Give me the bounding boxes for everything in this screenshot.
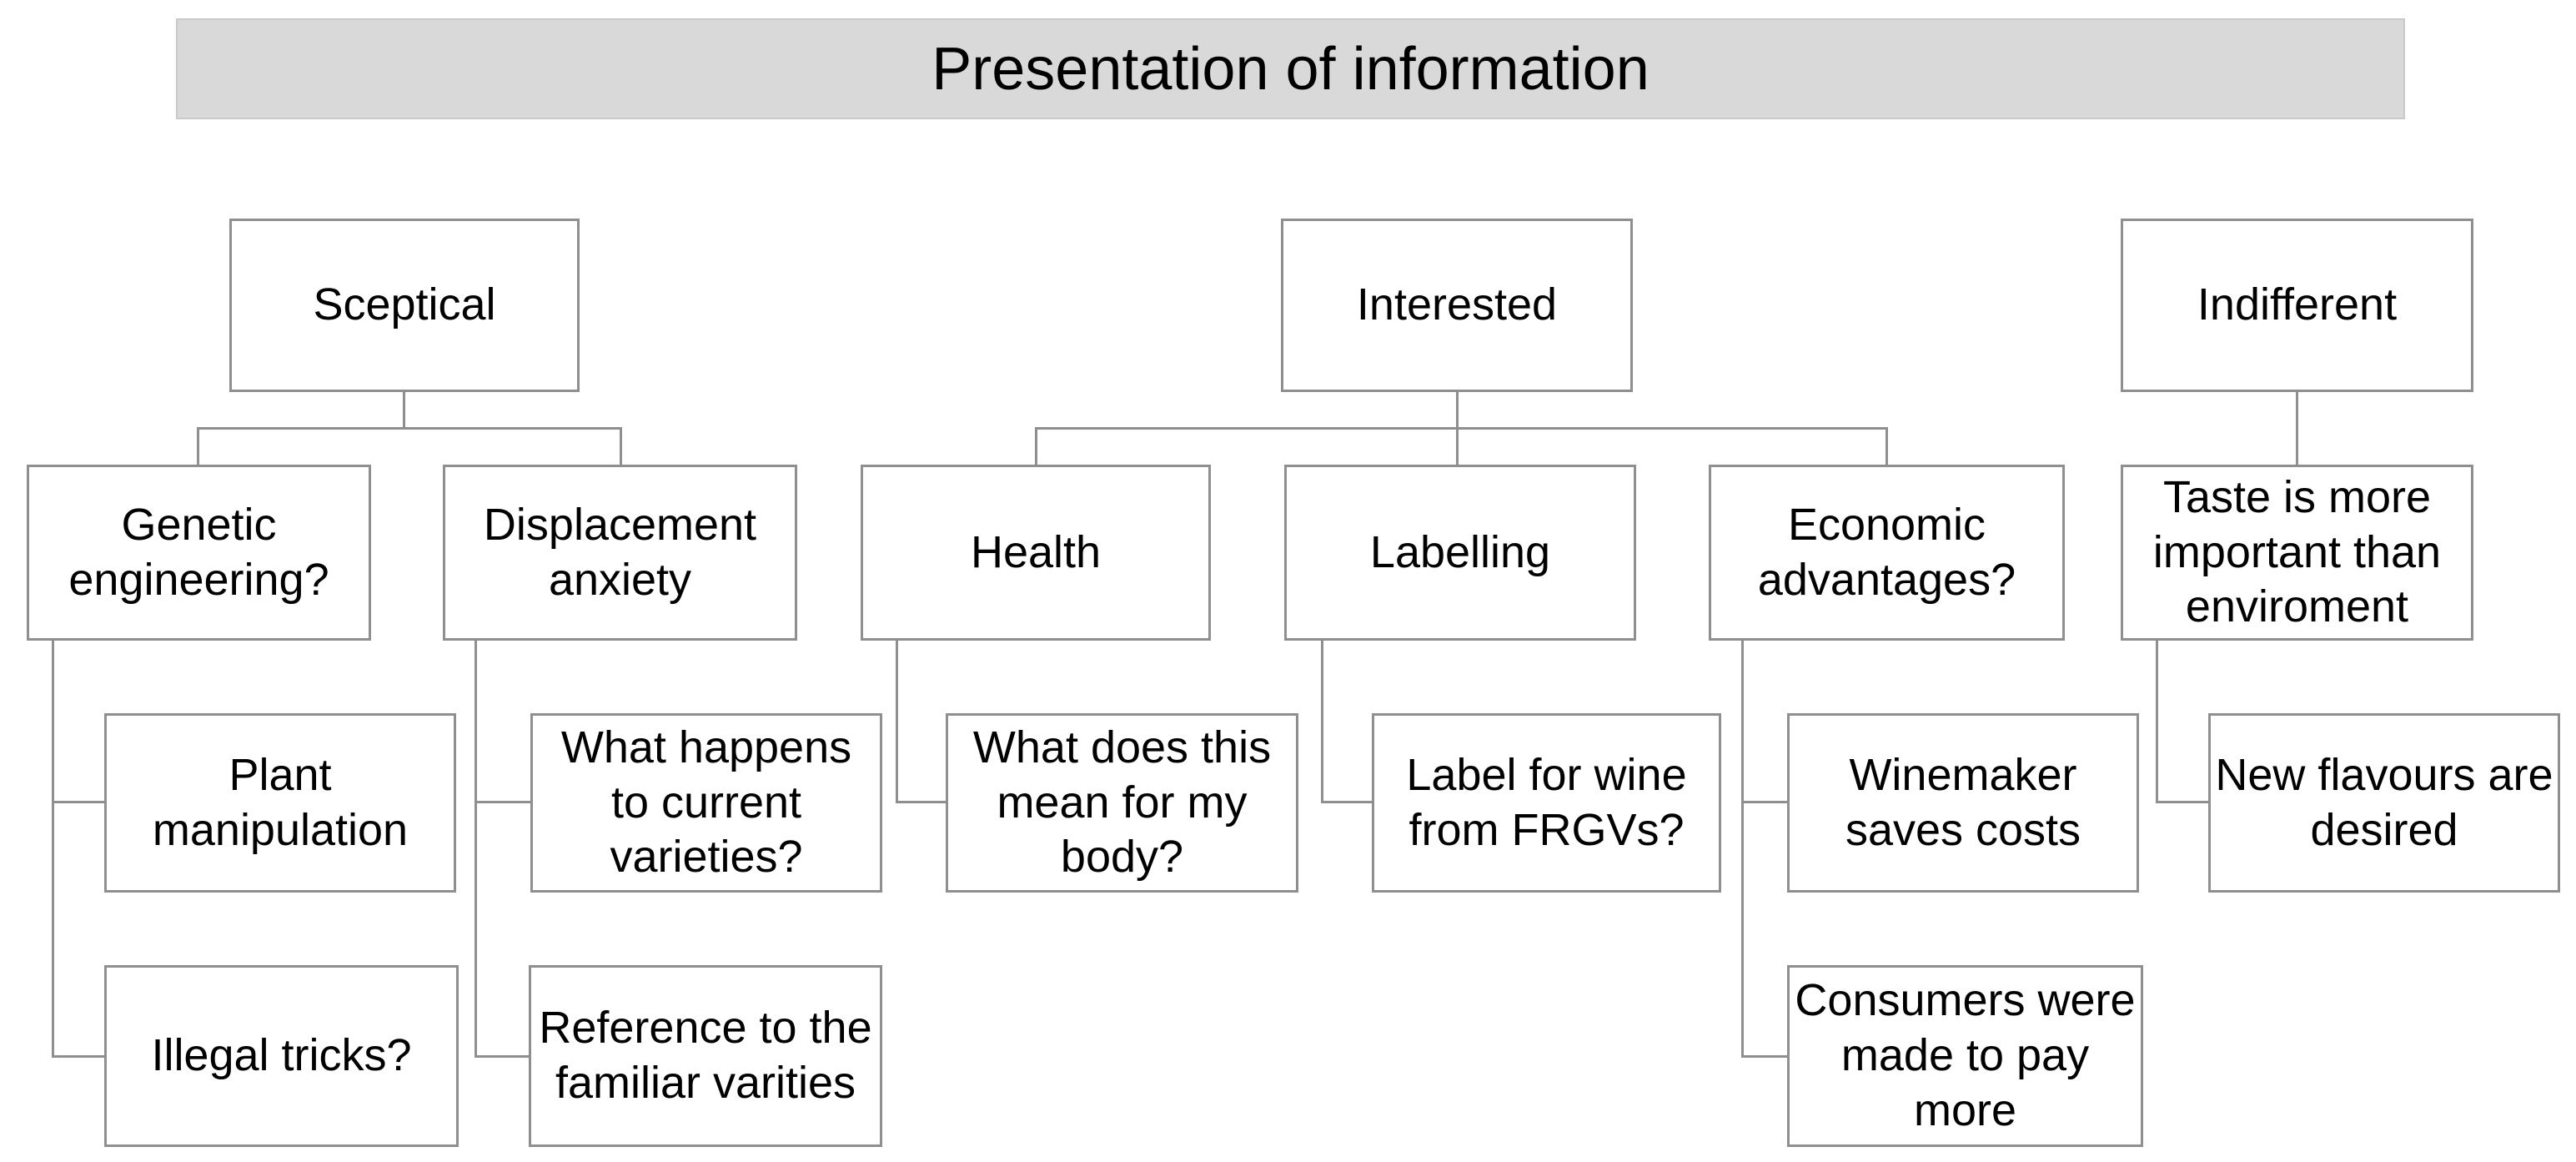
connector-labelling-to-frgvs <box>1321 801 1372 803</box>
node-interested-label: Interested <box>1356 279 1558 330</box>
node-what-happens-label: What happens to current varieties? <box>560 722 852 883</box>
node-interested: Interested <box>1281 219 1633 392</box>
node-genetic-engineering-label: Genetic engineering? <box>68 499 329 605</box>
page-title: Presentation of information <box>931 35 1650 103</box>
node-reference-familiar-label: Reference to the familiar varities <box>539 1003 872 1108</box>
node-label-frgvs-label: Label for wine from FRGVs? <box>1406 749 1687 855</box>
node-displacement-anxiety-label: Displacement anxiety <box>483 499 757 605</box>
connector-taste-trunk <box>2156 641 2158 803</box>
node-labelling-label: Labelling <box>1369 526 1551 577</box>
node-sceptical-label: Sceptical <box>313 279 496 330</box>
connector-interested-to-health <box>1035 427 1037 465</box>
node-mean-for-body-label: What does this mean for my body? <box>972 722 1272 883</box>
connector-economic-to-consumers <box>1741 1055 1787 1058</box>
node-taste-importance: Taste is more important than enviroment <box>2121 465 2473 641</box>
connector-interested-bracket <box>1035 427 1888 430</box>
connector-genetic-to-plant <box>52 801 104 803</box>
connector-health-to-body <box>896 801 946 803</box>
connector-sceptical-bracket <box>197 427 622 430</box>
node-new-flavours: New flavours are desired <box>2208 713 2560 893</box>
node-displacement-anxiety: Displacement anxiety <box>443 465 797 641</box>
connector-interested-to-economic <box>1886 427 1888 465</box>
connector-economic-to-winemaker <box>1741 801 1787 803</box>
node-taste-importance-label: Taste is more important than enviroment <box>2152 471 2442 632</box>
node-health: Health <box>861 465 1211 641</box>
node-mean-for-body: What does this mean for my body? <box>946 713 1298 893</box>
node-what-happens: What happens to current varieties? <box>530 713 882 893</box>
connector-displacement-to-reference <box>475 1055 530 1058</box>
connector-displacement-to-whathappens <box>475 801 530 803</box>
connector-sceptical-to-displacement <box>620 427 622 465</box>
node-health-label: Health <box>970 526 1102 577</box>
node-indifferent-label: Indifferent <box>2197 279 2398 330</box>
title-banner: Presentation of information <box>176 18 2405 119</box>
node-genetic-engineering: Genetic engineering? <box>27 465 371 641</box>
node-sceptical: Sceptical <box>229 219 580 392</box>
node-economic-advantages-label: Economic advantages? <box>1757 499 2016 605</box>
node-economic-advantages: Economic advantages? <box>1709 465 2065 641</box>
connector-health-trunk <box>896 641 898 803</box>
node-consumers-pay: Consumers were made to pay more <box>1787 965 2143 1147</box>
node-illegal-tricks: Illegal tricks? <box>104 965 459 1147</box>
node-plant-manipulation: Plant manipulation <box>104 713 456 893</box>
node-plant-manipulation-label: Plant manipulation <box>152 749 409 855</box>
connector-labelling-trunk <box>1321 641 1323 803</box>
node-label-frgvs: Label for wine from FRGVs? <box>1372 713 1721 893</box>
node-indifferent: Indifferent <box>2121 219 2473 392</box>
connector-economic-trunk <box>1741 641 1744 1058</box>
connector-genetic-to-illegal <box>52 1055 104 1058</box>
node-illegal-tricks-label: Illegal tricks? <box>151 1030 412 1081</box>
node-reference-familiar: Reference to the familiar varities <box>529 965 882 1147</box>
connector-indifferent-to-taste <box>2296 392 2298 465</box>
connector-displacement-trunk <box>475 641 477 1058</box>
connector-sceptical-stem <box>403 392 405 430</box>
node-new-flavours-label: New flavours are desired <box>2215 749 2553 855</box>
node-winemaker-costs-label: Winemaker saves costs <box>1845 749 2081 855</box>
connector-genetic-trunk <box>52 641 54 1058</box>
node-winemaker-costs: Winemaker saves costs <box>1787 713 2139 893</box>
connector-taste-to-flavours <box>2156 801 2208 803</box>
node-consumers-pay-label: Consumers were made to pay more <box>1795 975 2136 1135</box>
connector-sceptical-to-genetic <box>197 427 199 465</box>
node-labelling: Labelling <box>1284 465 1636 641</box>
